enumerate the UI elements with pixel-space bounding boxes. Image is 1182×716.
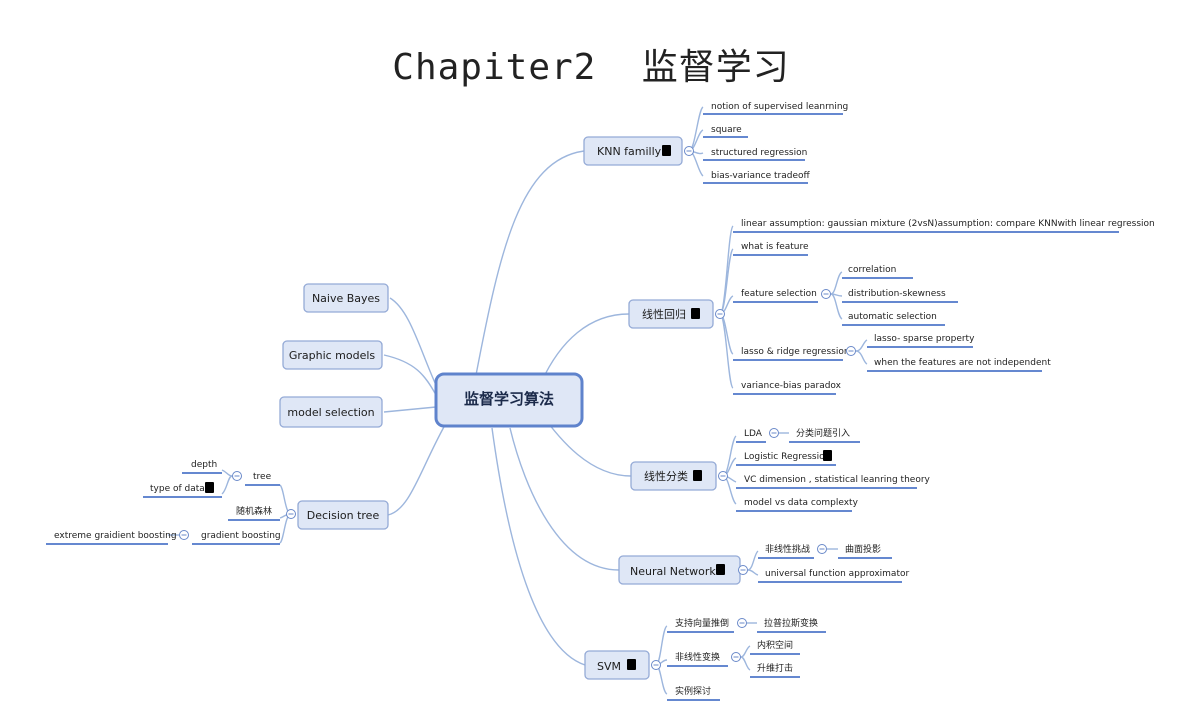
nn-universal: universal function approximator xyxy=(765,569,909,579)
center-label: 监督学习算法 xyxy=(464,390,554,408)
nn-node[interactable]: Neural Network xyxy=(618,555,741,585)
extreme-gradient-boosting: extreme graidient boosting xyxy=(54,531,177,541)
linreg-label: 线性回归 xyxy=(642,307,686,321)
feature-selection-item: automatic selection xyxy=(848,312,937,322)
feature-selection: feature selection xyxy=(741,289,817,299)
decision-tree-node[interactable]: Decision tree xyxy=(297,500,389,530)
graphic-models-node[interactable]: Graphic models xyxy=(282,340,383,370)
tree-item: type of data xyxy=(150,484,205,494)
naive-bayes-label: Naive Bayes xyxy=(312,292,380,305)
gradient-boosting: gradient boosting xyxy=(201,531,281,541)
feature-selection-item: distribution-skewness xyxy=(848,289,946,299)
svm-kernel: 非线性变换 xyxy=(675,651,720,663)
knn-item: structured regression xyxy=(711,148,807,158)
note-icon[interactable] xyxy=(716,564,725,575)
lincls-node[interactable]: 线性分类 xyxy=(630,461,717,491)
branch-neural-network: Neural Network 非线性挑战 曲面投影 universal func… xyxy=(618,543,909,585)
branch-knn: KNN familly notion of supervised leanrni… xyxy=(583,102,848,184)
vc-dimension: VC dimension , statistical leanring theo… xyxy=(744,475,931,485)
svm-label: SVM xyxy=(597,660,621,673)
collapse-toggle-icon[interactable] xyxy=(731,652,741,662)
center-node[interactable]: 监督学习算法 xyxy=(434,372,584,428)
collapse-toggle-icon[interactable] xyxy=(769,428,779,438)
svm-examples: 实例探讨 xyxy=(675,685,711,697)
svm-kernel-item: 内积空间 xyxy=(757,639,793,651)
note-icon[interactable] xyxy=(205,482,214,493)
lincls-label: 线性分类 xyxy=(644,469,688,483)
svm-dual-child: 拉普拉斯变换 xyxy=(764,617,818,629)
collapse-toggle-icon[interactable] xyxy=(286,509,296,519)
logistic-regression: Logistic Regression xyxy=(744,452,830,462)
collapse-toggle-icon[interactable] xyxy=(821,289,831,299)
note-icon[interactable] xyxy=(693,470,702,481)
knn-item: notion of supervised leanrning xyxy=(711,102,848,112)
collapse-toggle-icon[interactable] xyxy=(684,146,694,156)
tree: tree xyxy=(253,472,272,482)
nn-nonlinear-child: 曲面投影 xyxy=(845,543,881,555)
linreg-node[interactable]: 线性回归 xyxy=(628,299,714,329)
knn-item: bias-variance tradeoff xyxy=(711,171,811,181)
collapse-toggle-icon[interactable] xyxy=(817,544,827,554)
lasso-item: when the features are not independent xyxy=(874,358,1051,368)
branch-linear-regression: 线性回归 linear assumption: gaussian mixture… xyxy=(628,219,1155,395)
model-data-complexity: model vs data complexty xyxy=(744,498,859,508)
tree-item: depth xyxy=(191,460,217,470)
branch-decision-tree: Decision tree tree depth type of data 随机… xyxy=(46,460,389,545)
center-connectors xyxy=(383,150,632,666)
decision-tree-label: Decision tree xyxy=(307,509,380,522)
random-forest: 随机森林 xyxy=(236,505,272,517)
note-icon[interactable] xyxy=(662,145,671,156)
nn-label: Neural Network xyxy=(630,565,716,578)
knn-label: KNN familly xyxy=(597,145,662,158)
nn-nonlinear: 非线性挑战 xyxy=(765,543,810,555)
graphic-models-label: Graphic models xyxy=(289,349,376,362)
knn-item: square xyxy=(711,125,742,135)
svm-dual: 支持向量推倒 xyxy=(675,617,729,629)
svm-node[interactable]: SVM xyxy=(584,650,650,680)
note-icon[interactable] xyxy=(823,450,832,461)
variance-bias-paradox: variance-bias paradox xyxy=(741,381,842,391)
branch-linear-classification: 线性分类 LDA 分类问题引入 Logistic Regression VC d… xyxy=(630,427,931,512)
collapse-toggle-icon[interactable] xyxy=(737,618,747,628)
linreg-feature: what is feature xyxy=(741,242,809,252)
lda-child: 分类问题引入 xyxy=(796,427,850,439)
svm-kernel-item: 升维打击 xyxy=(757,662,793,674)
note-icon[interactable] xyxy=(627,659,636,670)
feature-selection-item: correlation xyxy=(848,265,896,275)
lasso-ridge: lasso & ridge regression xyxy=(741,347,850,357)
collapse-toggle-icon[interactable] xyxy=(232,471,242,481)
collapse-toggle-icon[interactable] xyxy=(846,346,856,356)
lda: LDA xyxy=(744,429,763,439)
lasso-item: lasso- sparse property xyxy=(874,334,975,344)
naive-bayes-node[interactable]: Naive Bayes xyxy=(303,283,389,313)
page-title: Chapiter2 监督学习 xyxy=(392,47,790,88)
collapse-toggle-icon[interactable] xyxy=(738,565,748,575)
branch-svm: SVM 支持向量推倒 拉普拉斯变换 非线性变换 内积空间 升维打击 实例探讨 xyxy=(584,617,826,701)
collapse-toggle-icon[interactable] xyxy=(715,309,725,319)
model-selection-label: model selection xyxy=(287,406,374,419)
linreg-assumption: linear assumption: gaussian mixture (2vs… xyxy=(741,219,1155,229)
note-icon[interactable] xyxy=(691,308,700,319)
collapse-toggle-icon[interactable] xyxy=(718,471,728,481)
model-selection-node[interactable]: model selection xyxy=(279,396,383,428)
collapse-toggle-icon[interactable] xyxy=(179,530,189,540)
collapse-toggle-icon[interactable] xyxy=(651,660,661,670)
knn-node[interactable]: KNN familly xyxy=(583,136,683,166)
